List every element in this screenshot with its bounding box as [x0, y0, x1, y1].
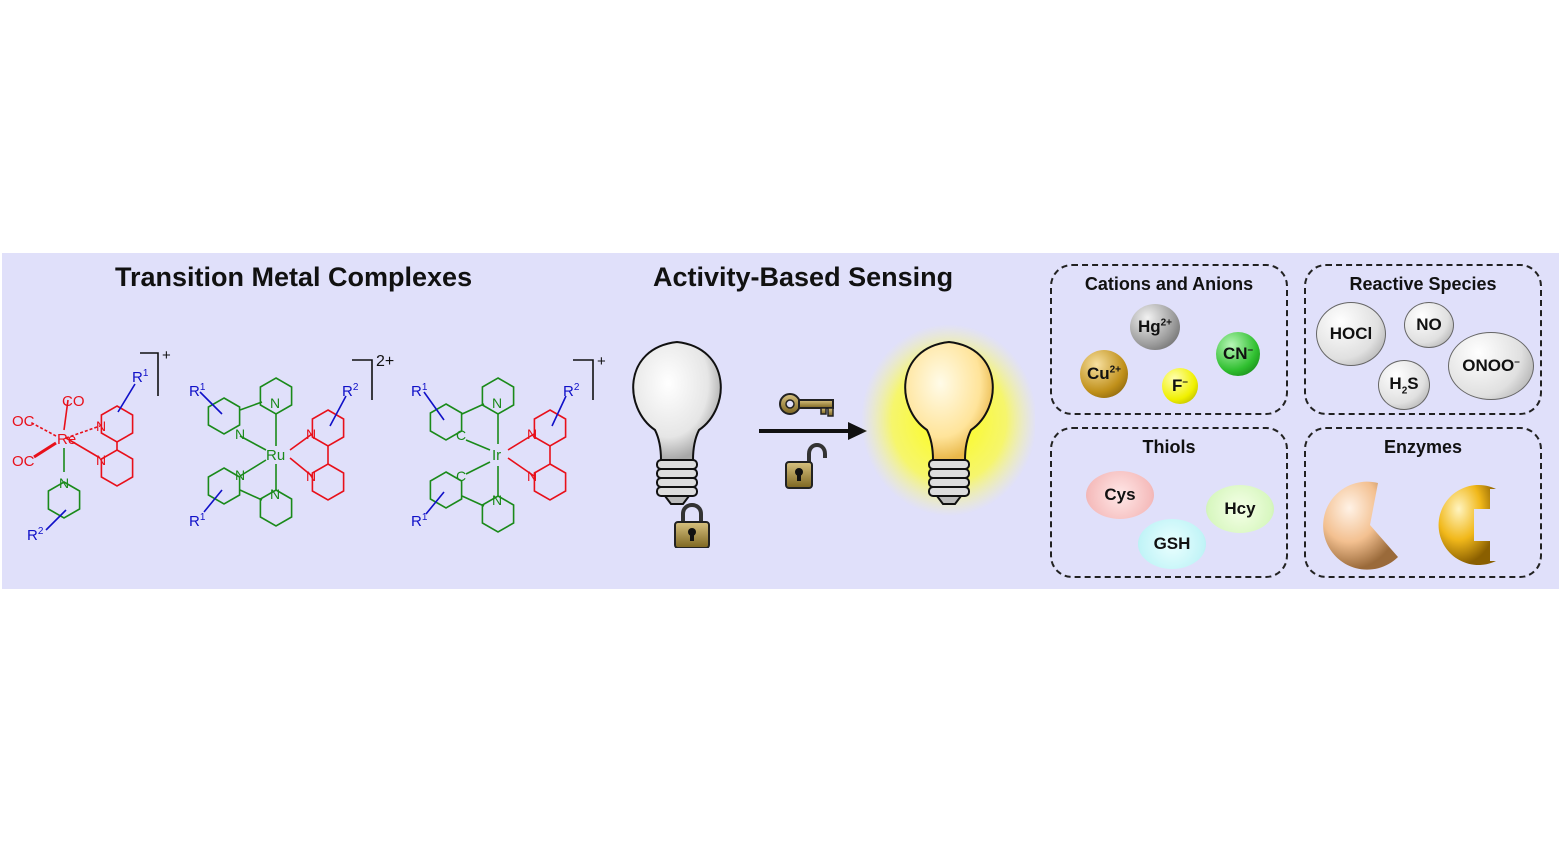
re-n-upper: N — [96, 418, 106, 434]
box-reactive-species: Reactive Species HOCl NO H2S ONOO– — [1304, 264, 1542, 415]
ir-r1-bottom: R1 — [411, 512, 428, 530]
re-charge: + — [162, 347, 171, 364]
ir-c-2: C — [456, 468, 466, 484]
ball-h2s: H2S — [1378, 360, 1430, 410]
bulb-off-icon — [632, 340, 722, 505]
ir-metal-label: Ir — [492, 447, 501, 464]
ir-n-2: N — [492, 492, 502, 508]
heading-transition-metal-complexes: Transition Metal Complexes — [115, 262, 473, 292]
enzyme-pacman-notch-icon — [1438, 485, 1496, 565]
ball-gsh: GSH — [1138, 519, 1206, 569]
ir-n-1: N — [492, 395, 502, 411]
ball-hocl: HOCl — [1316, 302, 1386, 366]
ball-hg: Hg2+ — [1130, 304, 1180, 350]
ru-complex: N N N N Ru N N R1 R1 R2 2+ — [189, 353, 394, 530]
ball-cu: Cu2+ — [1080, 350, 1128, 398]
sensing-scheme — [632, 324, 1035, 548]
re-complex: Re CO OC OC N N N R1 R2 + — [12, 347, 171, 544]
ru-n-4: N — [270, 486, 280, 502]
enzyme-pacman-open-icon — [1323, 481, 1398, 570]
box-title-thiols: Thiols — [1142, 437, 1196, 457]
re-co-top: CO — [62, 393, 85, 410]
re-metal-label: Re — [57, 431, 76, 448]
box-title-enzymes: Enzymes — [1383, 437, 1463, 457]
ru-metal-label: Ru — [266, 447, 285, 464]
ball-hcy: Hcy — [1206, 485, 1274, 533]
ru-n-1: N — [235, 426, 245, 442]
re-oc-left-bottom: OC — [12, 453, 35, 470]
heading-activity-based-sensing: Activity-Based Sensing — [653, 262, 954, 292]
ru-n-6: N — [306, 468, 316, 484]
box-cations-anions: Cations and Anions Hg2+ CN– Cu2+ F– — [1050, 264, 1288, 415]
ru-n-2: N — [270, 395, 280, 411]
ball-cys: Cys — [1086, 471, 1154, 519]
graphical-abstract-panel — [2, 253, 1559, 589]
re-n-pyridine: N — [59, 475, 69, 491]
box-title-reactive-species: Reactive Species — [1349, 274, 1497, 294]
key-icon — [779, 393, 834, 417]
ball-cn: CN– — [1216, 332, 1260, 376]
ir-c-1: C — [456, 427, 466, 443]
ir-charge: + — [597, 353, 606, 370]
ru-charge: 2+ — [376, 353, 394, 370]
box-enzymes: Enzymes — [1304, 427, 1542, 578]
ru-r1-top: R1 — [189, 382, 206, 400]
ir-r2: R2 — [563, 382, 580, 400]
complex-structures: Re CO OC OC N N N R1 R2 + — [12, 347, 606, 544]
re-r1: R1 — [132, 368, 149, 386]
ball-onoo: ONOO– — [1448, 332, 1534, 400]
ru-r1-bottom: R1 — [189, 512, 206, 530]
padlock-unlocked-icon — [785, 443, 827, 489]
padlock-locked-icon — [674, 503, 710, 548]
re-r2: R2 — [27, 526, 44, 544]
ru-n-3: N — [235, 467, 245, 483]
box-thiols: Thiols Cys Hcy GSH — [1050, 427, 1288, 578]
re-oc-left-top: OC — [12, 413, 35, 430]
ball-no: NO — [1404, 302, 1454, 348]
enzyme-shapes — [1323, 481, 1496, 570]
bulb-on-icon — [904, 340, 994, 505]
ir-n-3: N — [527, 426, 537, 442]
ru-r2: R2 — [342, 382, 359, 400]
ir-n-4: N — [527, 468, 537, 484]
ru-n-5: N — [306, 426, 316, 442]
ir-r1-top: R1 — [411, 382, 428, 400]
box-title-cations-anions: Cations and Anions — [1084, 274, 1254, 294]
reaction-arrow — [759, 422, 867, 440]
ball-f: F– — [1162, 368, 1198, 404]
re-n-lower: N — [96, 452, 106, 468]
ir-complex: C N C N Ir N N R1 R1 R2 + — [411, 353, 606, 533]
